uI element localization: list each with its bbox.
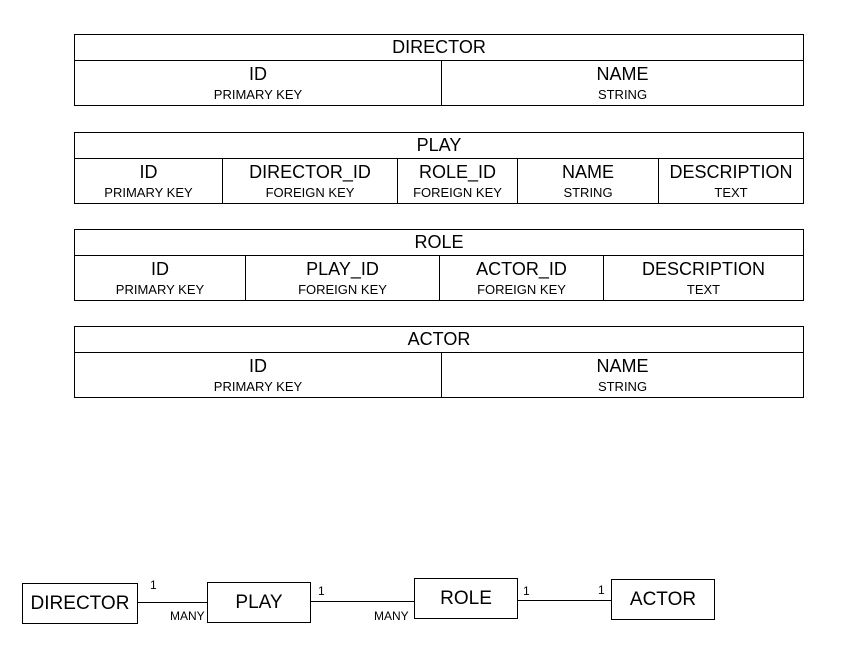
connector-role-actor bbox=[518, 600, 611, 601]
column-name: PLAY_ID bbox=[306, 259, 379, 279]
actor-column-name: NAME STRING bbox=[441, 353, 803, 397]
entity-actor: ACTOR bbox=[611, 579, 715, 620]
column-type: STRING bbox=[597, 379, 648, 394]
play-column-description: DESCRIPTION TEXT bbox=[658, 159, 803, 203]
column-type: FOREIGN KEY bbox=[298, 282, 387, 297]
column-name: ID bbox=[249, 356, 267, 376]
column-type: TEXT bbox=[714, 185, 748, 200]
column-type: PRIMARY KEY bbox=[115, 282, 205, 297]
cardinality-director-play-left: 1 bbox=[150, 578, 157, 592]
column-type: FOREIGN KEY bbox=[413, 185, 502, 200]
play-column-role-id: ROLE_ID FOREIGN KEY bbox=[397, 159, 517, 203]
cardinality-play-role-right: MANY bbox=[374, 609, 409, 623]
role-column-play-id: PLAY_ID FOREIGN KEY bbox=[245, 256, 439, 300]
actor-column-id: ID PRIMARY KEY bbox=[75, 353, 441, 397]
play-column-id: ID PRIMARY KEY bbox=[75, 159, 222, 203]
play-table: PLAY ID PRIMARY KEY DIRECTOR_ID FOREIGN … bbox=[74, 132, 804, 204]
column-name: ACTOR_ID bbox=[476, 259, 567, 279]
column-name: DESCRIPTION bbox=[641, 259, 765, 279]
play-table-title: PLAY bbox=[75, 133, 803, 159]
column-name: ID bbox=[249, 64, 267, 84]
director-table-title: DIRECTOR bbox=[75, 35, 803, 61]
actor-table-title: ACTOR bbox=[75, 327, 803, 353]
cardinality-role-actor-right: 1 bbox=[598, 583, 605, 597]
role-table-columns: ID PRIMARY KEY PLAY_ID FOREIGN KEY ACTOR… bbox=[75, 256, 803, 300]
actor-table: ACTOR ID PRIMARY KEY NAME STRING bbox=[74, 326, 804, 398]
column-type: PRIMARY KEY bbox=[104, 185, 193, 200]
cardinality-director-play-right: MANY bbox=[170, 609, 205, 623]
entity-play: PLAY bbox=[207, 582, 311, 623]
column-name: ROLE_ID bbox=[418, 162, 497, 182]
director-column-name: NAME STRING bbox=[441, 61, 803, 105]
connector-play-role bbox=[311, 601, 414, 602]
role-table: ROLE ID PRIMARY KEY PLAY_ID FOREIGN KEY … bbox=[74, 229, 804, 301]
play-table-columns: ID PRIMARY KEY DIRECTOR_ID FOREIGN KEY R… bbox=[75, 159, 803, 203]
connector-director-play bbox=[138, 602, 207, 603]
play-column-director-id: DIRECTOR_ID FOREIGN KEY bbox=[222, 159, 397, 203]
column-type: TEXT bbox=[686, 282, 721, 297]
column-name: DESCRIPTION bbox=[669, 162, 793, 182]
column-name: ID bbox=[139, 162, 158, 182]
role-column-description: DESCRIPTION TEXT bbox=[603, 256, 803, 300]
director-column-id: ID PRIMARY KEY bbox=[75, 61, 441, 105]
entity-director: DIRECTOR bbox=[22, 583, 138, 624]
role-column-id: ID PRIMARY KEY bbox=[75, 256, 245, 300]
column-type: FOREIGN KEY bbox=[477, 282, 566, 297]
column-name: NAME bbox=[561, 162, 614, 182]
column-name: ID bbox=[151, 259, 169, 279]
column-name: NAME bbox=[596, 64, 649, 84]
column-name: NAME bbox=[596, 356, 649, 376]
column-type: PRIMARY KEY bbox=[213, 87, 303, 102]
actor-table-columns: ID PRIMARY KEY NAME STRING bbox=[75, 353, 803, 397]
play-column-name: NAME STRING bbox=[517, 159, 658, 203]
column-type: PRIMARY KEY bbox=[213, 379, 303, 394]
column-name: DIRECTOR_ID bbox=[249, 162, 371, 182]
cardinality-role-actor-left: 1 bbox=[523, 584, 530, 598]
entity-role: ROLE bbox=[414, 578, 518, 619]
cardinality-play-role-left: 1 bbox=[318, 584, 325, 598]
column-type: STRING bbox=[597, 87, 648, 102]
column-type: FOREIGN KEY bbox=[265, 185, 355, 200]
director-table-columns: ID PRIMARY KEY NAME STRING bbox=[75, 61, 803, 105]
column-type: STRING bbox=[563, 185, 613, 200]
role-column-actor-id: ACTOR_ID FOREIGN KEY bbox=[439, 256, 603, 300]
director-table: DIRECTOR ID PRIMARY KEY NAME STRING bbox=[74, 34, 804, 106]
role-table-title: ROLE bbox=[75, 230, 803, 256]
